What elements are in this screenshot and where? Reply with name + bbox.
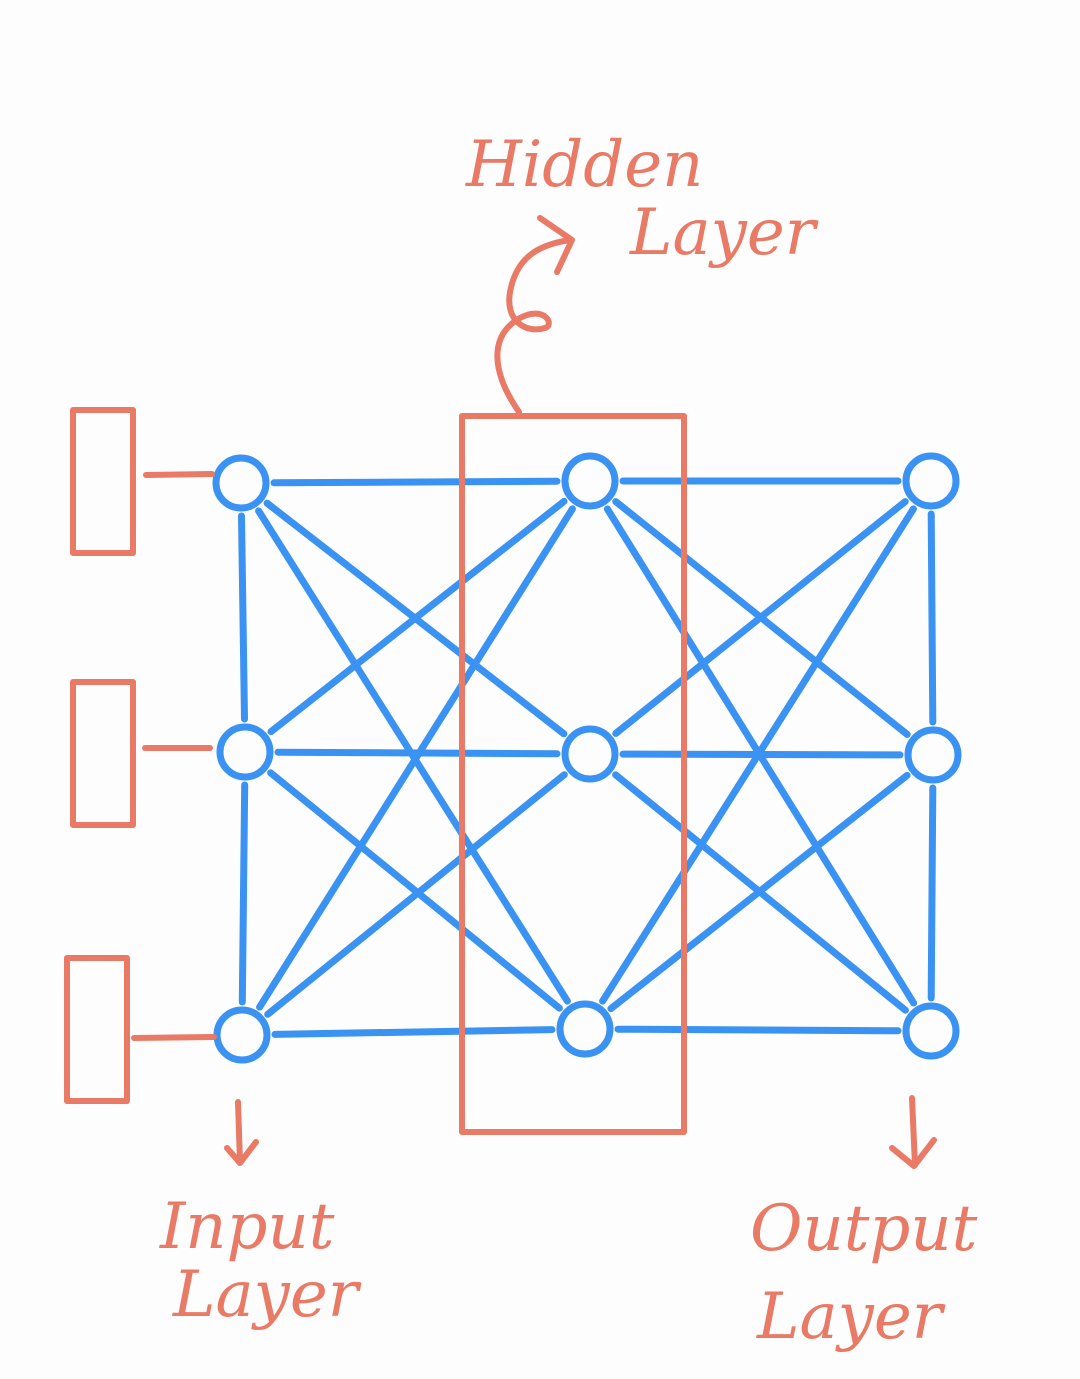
edge-input-3-hidden-1 bbox=[256, 505, 576, 1011]
edge-hidden-2-output-1 bbox=[612, 498, 909, 737]
input-box-connector-3 bbox=[131, 1034, 217, 1041]
edge-output-2-output-3 bbox=[927, 784, 937, 1002]
input-box-1 bbox=[70, 407, 136, 556]
input-neuron-3 bbox=[213, 1006, 271, 1064]
edge-hidden-3-output-2 bbox=[607, 771, 911, 1013]
output-layer-label-line1: Output bbox=[750, 1192, 978, 1266]
input-neuron-2 bbox=[216, 723, 274, 781]
output-arrow-head bbox=[889, 1137, 937, 1169]
edge-input-2-input-3 bbox=[238, 781, 249, 1006]
annotations bbox=[64, 215, 937, 1169]
hidden-layer-frame bbox=[459, 413, 687, 1135]
network-neurons bbox=[212, 452, 962, 1064]
edge-input-2-hidden-1 bbox=[267, 497, 568, 736]
edge-input-1-input-2 bbox=[238, 512, 248, 723]
hidden-layer-label-line1: Hidden bbox=[465, 128, 703, 202]
edge-input-1-hidden-1 bbox=[270, 477, 561, 487]
hidden-neuron-1 bbox=[561, 452, 619, 510]
edge-output-1-output-2 bbox=[927, 510, 937, 726]
input-arrow-head bbox=[224, 1139, 259, 1166]
network-connections bbox=[238, 477, 937, 1038]
input-arrow-shaft bbox=[235, 1099, 243, 1165]
layer-labels: Hidden Layer Input Layer Output Layer bbox=[159, 128, 978, 1354]
output-neuron-3 bbox=[902, 1002, 960, 1060]
input-layer-label-line1: Input bbox=[159, 1190, 335, 1264]
output-arrow-shaft bbox=[909, 1095, 918, 1168]
output-neuron-2 bbox=[904, 726, 962, 784]
input-box-2 bbox=[70, 679, 136, 828]
edge-input-3-hidden-2 bbox=[264, 771, 568, 1018]
edge-input-3-hidden-3 bbox=[271, 1026, 556, 1038]
output-layer-label-line2: Layer bbox=[756, 1280, 946, 1354]
hidden-layer-arrowhead bbox=[537, 215, 575, 275]
edge-hidden-3-output-1 bbox=[599, 505, 917, 1005]
hidden-neuron-3 bbox=[556, 1000, 614, 1058]
hidden-neuron-2 bbox=[561, 725, 619, 783]
input-neuron-1 bbox=[212, 454, 270, 512]
edge-input-2-hidden-3 bbox=[267, 769, 563, 1012]
edge-hidden-3-output-3 bbox=[614, 1025, 902, 1035]
input-box-3 bbox=[64, 955, 130, 1104]
input-layer-label-line2: Layer bbox=[172, 1258, 362, 1332]
hidden-layer-label-line2: Layer bbox=[629, 196, 819, 270]
output-neuron-1 bbox=[902, 452, 960, 510]
hidden-layer-curved-arrow bbox=[494, 237, 573, 415]
input-box-connector-1 bbox=[143, 471, 215, 478]
